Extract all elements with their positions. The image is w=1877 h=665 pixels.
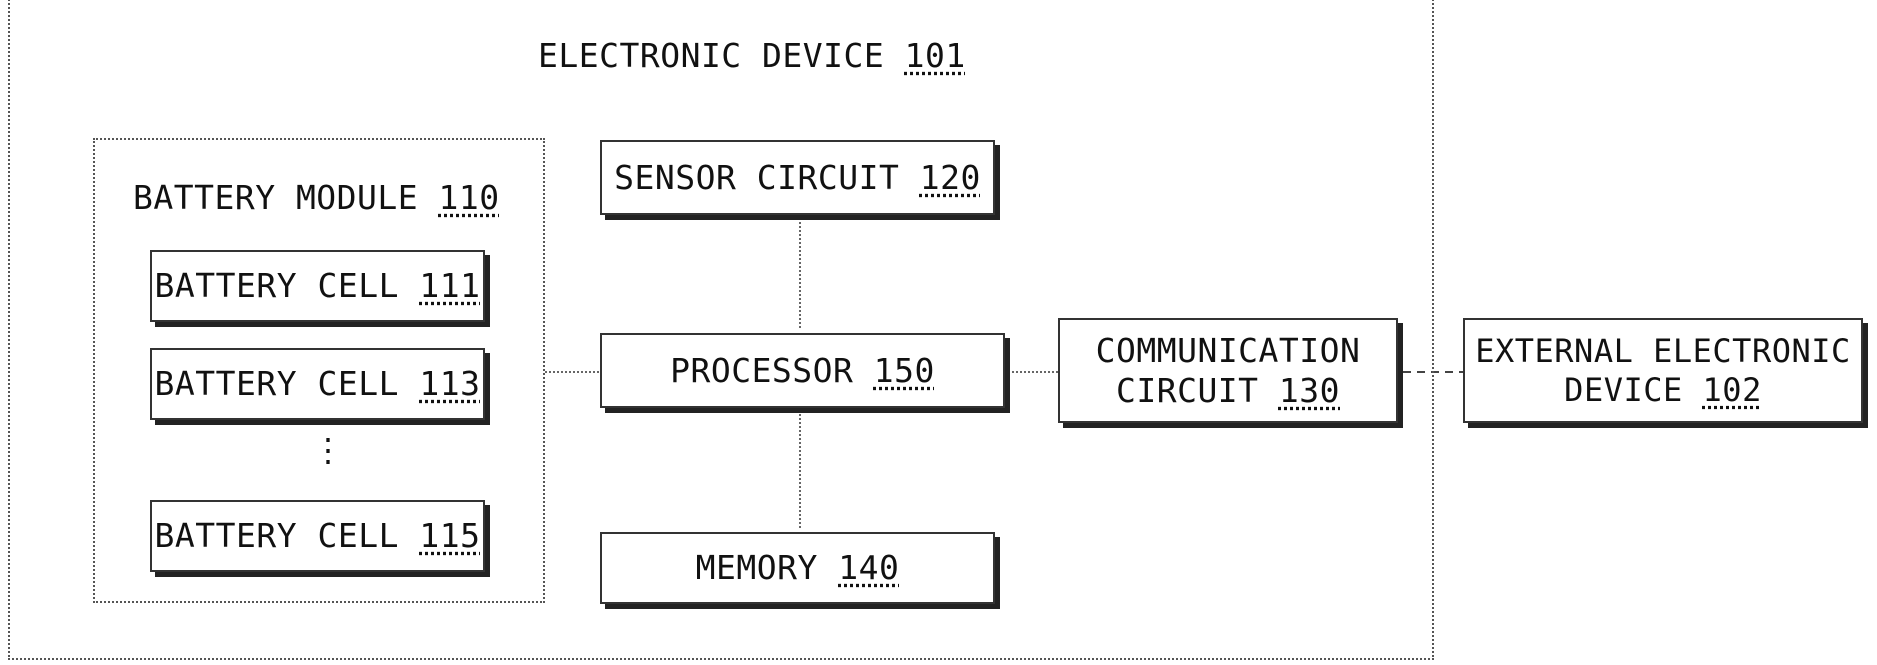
communication-circuit-line2: CIRCUIT: [1116, 371, 1259, 410]
external-device-line2: DEVICE: [1564, 371, 1683, 409]
battery-cell-name: BATTERY CELL: [155, 266, 399, 305]
battery-cell-name: BATTERY CELL: [155, 364, 399, 403]
battery-module-label: BATTERY MODULE 110: [133, 178, 500, 217]
memory-box[interactable]: MEMORY 140: [600, 532, 995, 604]
memory-name: MEMORY: [696, 548, 818, 587]
battery-cell-ref: 115: [419, 516, 480, 555]
electronic-device-ref: 101: [905, 36, 966, 75]
electronic-device-label: ELECTRONIC DEVICE 101: [538, 36, 966, 75]
external-device-line1: EXTERNAL ELECTRONIC: [1475, 332, 1851, 370]
battery-cell-name: BATTERY CELL: [155, 516, 399, 555]
sensor-circuit-box[interactable]: SENSOR CIRCUIT 120: [600, 140, 995, 215]
sensor-circuit-ref: 120: [920, 158, 981, 197]
sensor-circuit-name: SENSOR CIRCUIT: [614, 158, 899, 197]
battery-cell-box[interactable]: BATTERY CELL 113: [150, 348, 485, 420]
more-cells-ellipsis: ⋮: [312, 444, 344, 456]
battery-cell-box[interactable]: BATTERY CELL 115: [150, 500, 485, 572]
battery-cell-ref: 113: [419, 364, 480, 403]
memory-ref: 140: [838, 548, 899, 587]
battery-cell-ref: 111: [419, 266, 480, 305]
communication-circuit-line1: COMMUNICATION: [1096, 331, 1361, 371]
processor-name: PROCESSOR: [670, 351, 853, 390]
external-device-box[interactable]: EXTERNAL ELECTRONIC DEVICE 102: [1463, 318, 1863, 423]
battery-module-name: BATTERY MODULE: [133, 178, 418, 217]
electronic-device-name: ELECTRONIC DEVICE: [538, 36, 884, 75]
communication-circuit-box[interactable]: COMMUNICATION CIRCUIT 130: [1058, 318, 1398, 423]
processor-box[interactable]: PROCESSOR 150: [600, 333, 1005, 408]
communication-circuit-ref: 130: [1279, 371, 1340, 410]
external-device-ref: 102: [1703, 371, 1762, 409]
processor-ref: 150: [874, 351, 935, 390]
battery-cell-box[interactable]: BATTERY CELL 111: [150, 250, 485, 322]
battery-module-ref: 110: [439, 178, 500, 217]
